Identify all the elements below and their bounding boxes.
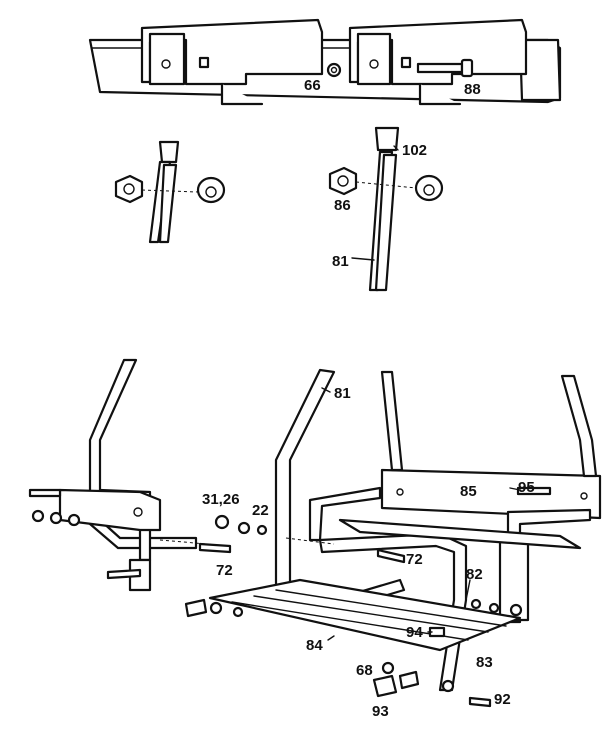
rod-cap-102 (374, 126, 400, 152)
seat-slats-84 (208, 578, 522, 652)
callout-88: 88 (464, 81, 481, 98)
nut-31-26 (214, 514, 230, 530)
callout-83: 83 (476, 654, 493, 671)
callout-84: 84 (306, 637, 323, 654)
bolt-88 (416, 62, 464, 74)
leader-lines (321, 145, 521, 641)
plate-93 (372, 674, 398, 698)
callout-31-26: 31,26 (202, 491, 240, 508)
left-hanger-rod-assembly (114, 140, 226, 244)
callout-82: 82 (466, 566, 483, 583)
right-hanger-rod-assembly (328, 126, 444, 292)
bolt-95 (516, 486, 552, 496)
bushing-left (196, 176, 226, 204)
callout-93: 93 (372, 703, 389, 720)
swing-seat-assembly (28, 358, 602, 708)
rod-cap-left (158, 140, 180, 164)
nut-left (114, 174, 144, 204)
callout-81-rod: 81 (332, 253, 349, 270)
left-hanger-bracket (140, 18, 324, 86)
hanger-rail-assembly (88, 18, 562, 106)
callout-72-right: 72 (406, 551, 423, 568)
backrest-panel-85 (380, 468, 602, 520)
washer-22 (237, 521, 251, 535)
callout-102: 102 (402, 142, 428, 159)
bolt-94 (428, 626, 446, 638)
callout-68: 68 (356, 662, 373, 679)
callout-94: 94 (406, 624, 423, 641)
callout-95: 95 (518, 479, 535, 496)
rail-end-block (518, 38, 562, 102)
callout-66: 66 (304, 77, 321, 94)
callout-81-frame: 81 (334, 385, 351, 402)
callout-86: 86 (334, 197, 351, 214)
callout-72-left: 72 (216, 562, 233, 579)
nut-66 (326, 62, 342, 78)
bolt-72 (376, 548, 406, 564)
seat-armrest-82 (318, 532, 468, 692)
nut-68 (381, 661, 395, 675)
right-hanger-bracket (348, 18, 528, 86)
callout-22: 22 (252, 502, 269, 519)
bolt-92 (468, 696, 492, 708)
bushing-right (414, 174, 444, 202)
nut-86 (328, 166, 358, 196)
callout-85: 85 (460, 483, 477, 500)
callout-92: 92 (494, 691, 511, 708)
